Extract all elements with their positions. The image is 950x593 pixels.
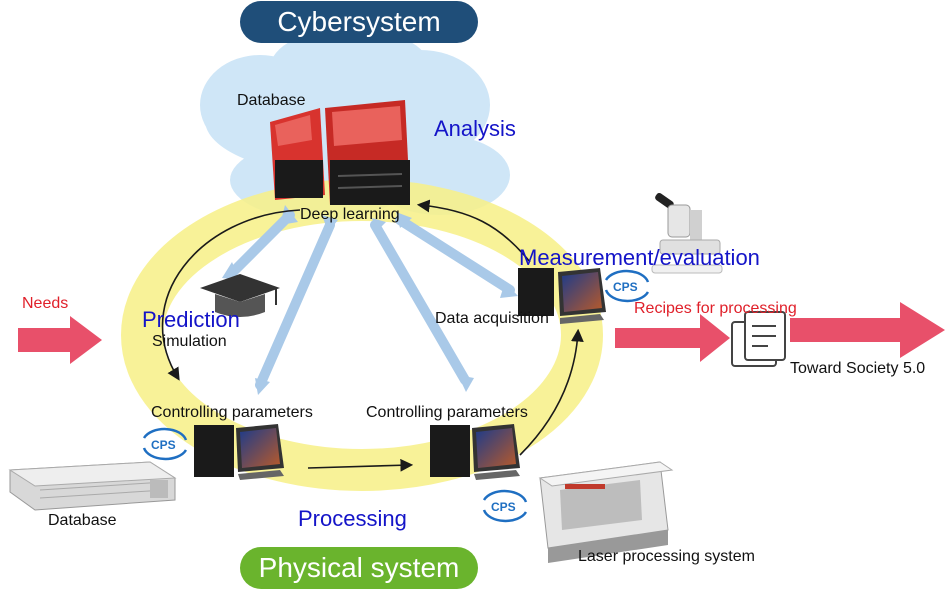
computer-icon [430, 424, 520, 480]
analysis-label: Analysis [434, 116, 516, 141]
database-top-label: Database [237, 92, 306, 109]
microscope-icon [651, 192, 723, 274]
recipes-label: Recipes for processing [634, 300, 797, 317]
prediction-label: Prediction [142, 307, 240, 332]
svg-text:CPS: CPS [613, 280, 638, 294]
computer-icon [518, 268, 606, 324]
deep-learning-label: Deep learning [300, 206, 400, 223]
processing-label: Processing [298, 506, 407, 531]
measurement-label: Measurement/evaluation [519, 245, 760, 270]
document-icon [731, 311, 786, 367]
data-flow-heads [222, 205, 518, 395]
simulation-label: Simulation [152, 333, 227, 350]
physical-system-header: Physical system [240, 547, 478, 589]
society-label: Toward Society 5.0 [790, 360, 926, 377]
cps-labels: CPS CPS CPS [151, 280, 638, 514]
cycle-arrows [161, 199, 584, 472]
laser-machine-icon [538, 461, 674, 563]
controlling-parameters-right: Controlling parameters [366, 404, 528, 421]
controlling-parameters-left: Controlling parameters [151, 404, 313, 421]
output-arrow [615, 302, 945, 362]
data-flow-arrows [230, 210, 515, 390]
cps-cycle-icon [142, 269, 650, 523]
svg-text:CPS: CPS [151, 438, 176, 452]
data-acquisition-label: Data acquisition [435, 310, 549, 327]
needs-label: Needs [22, 295, 69, 312]
svg-text:CPS: CPS [491, 500, 516, 514]
graduation-cap-icon [200, 274, 280, 317]
computer-icon [194, 424, 284, 480]
database-bottom-label: Database [48, 512, 117, 529]
database-rack-icon [8, 461, 177, 511]
cybersystem-header: Cybersystem [240, 1, 478, 43]
laser-system-label: Laser processing system [578, 548, 755, 565]
server-icon [270, 100, 410, 205]
needs-arrow [18, 316, 102, 364]
